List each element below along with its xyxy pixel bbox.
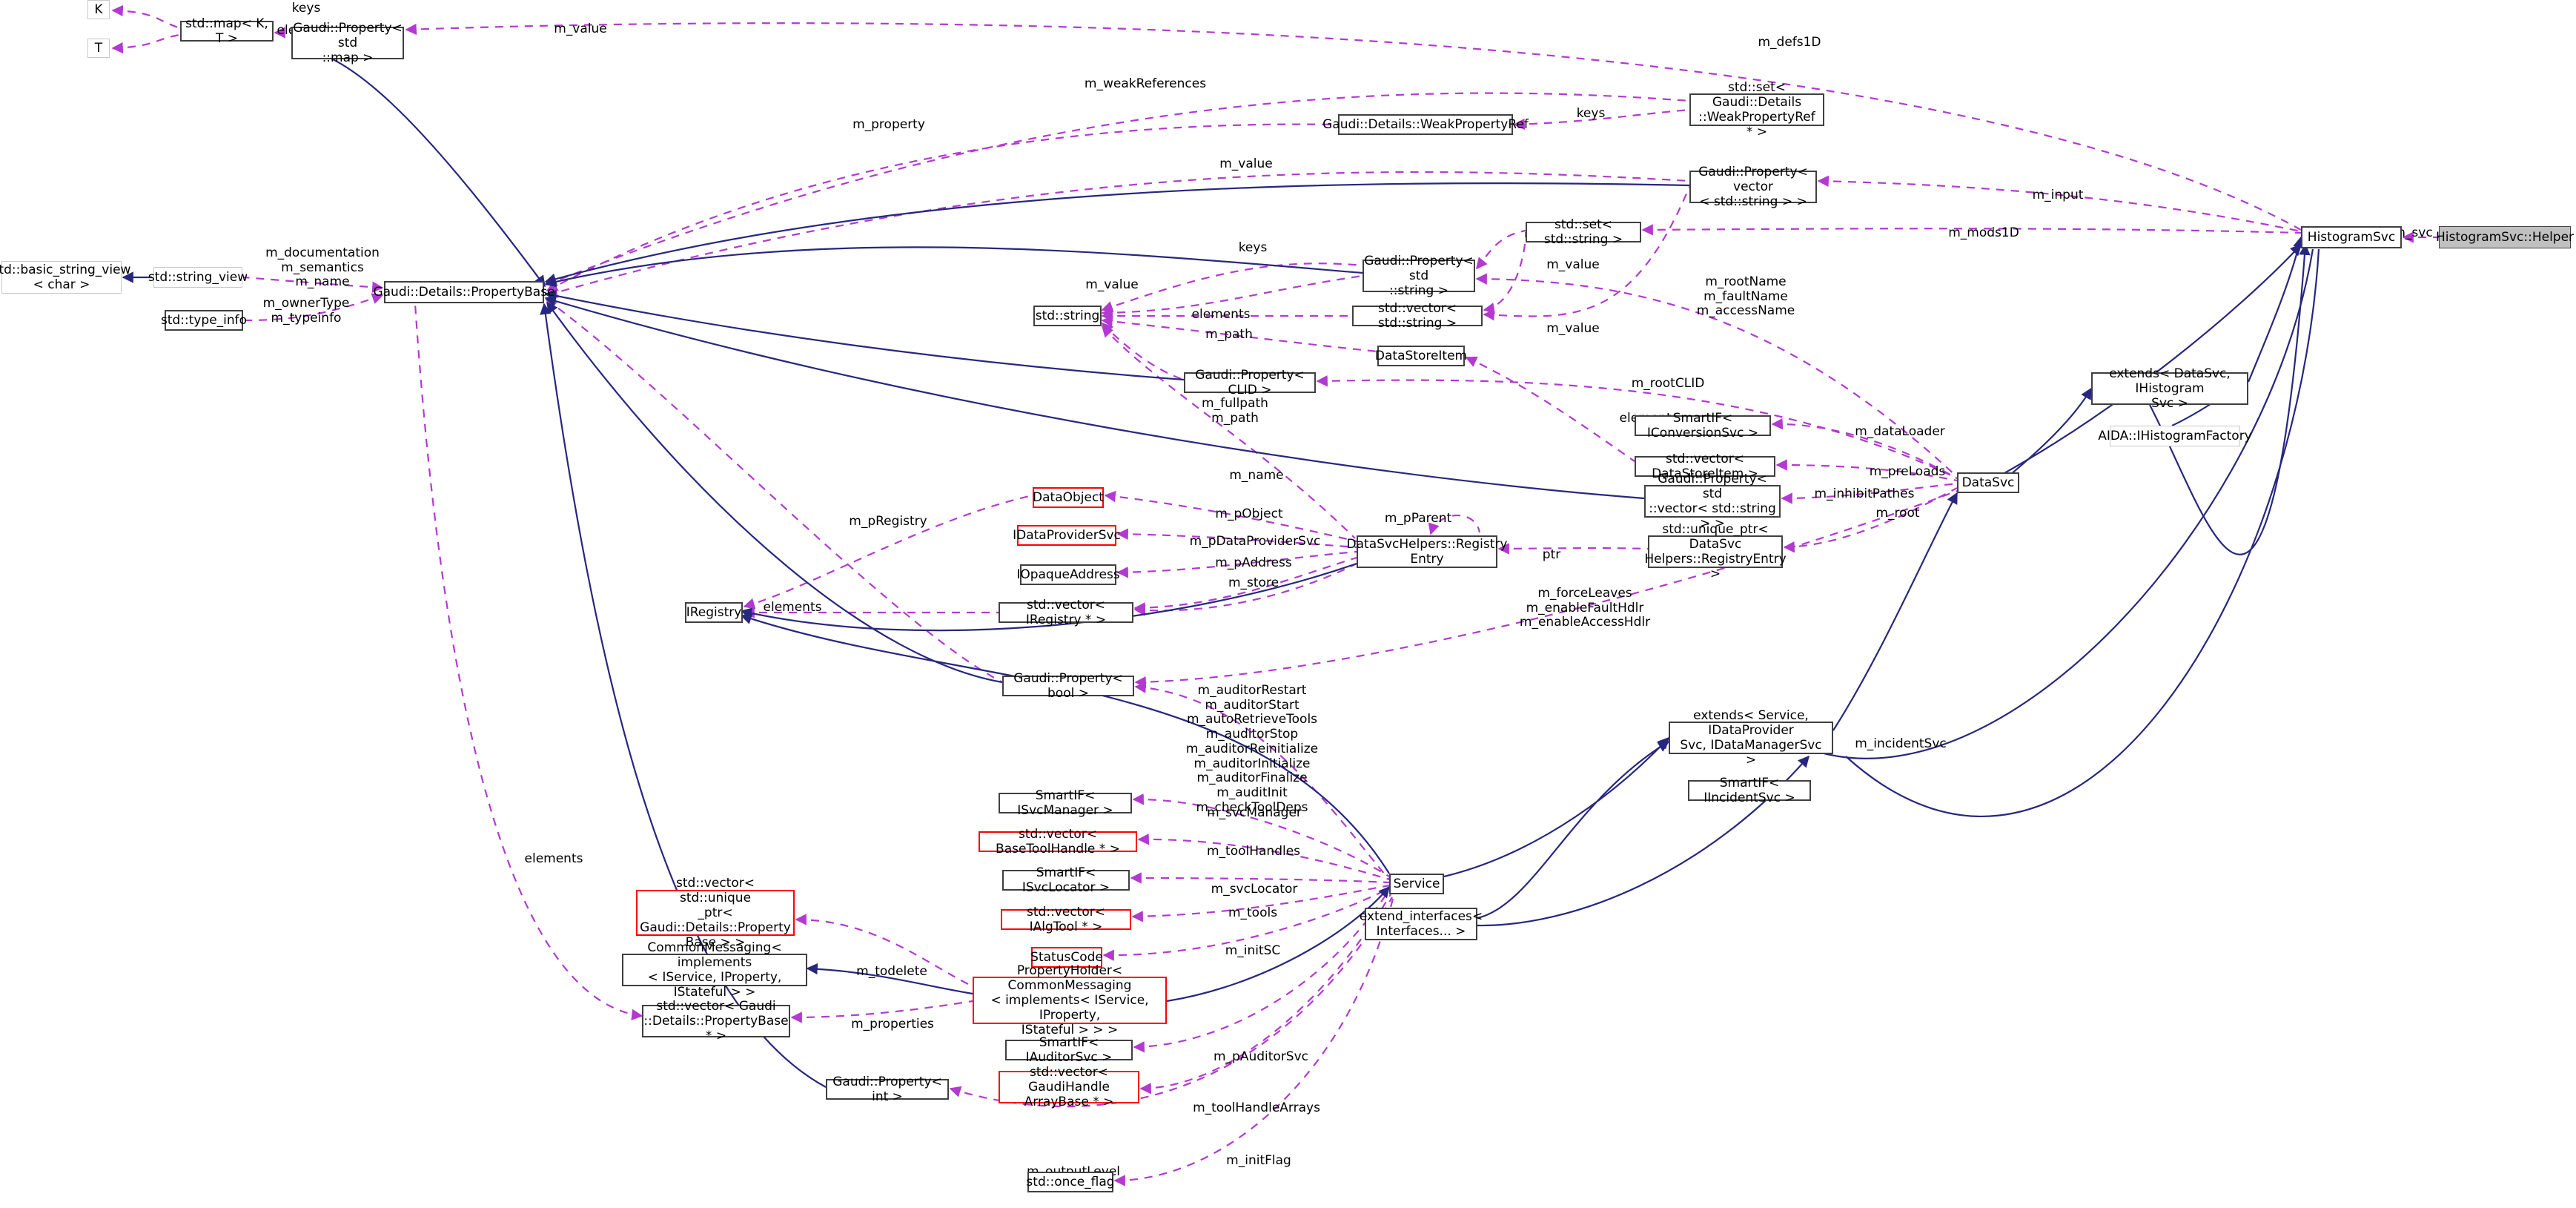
node-vector-gaudihandlearraybase[interactable]: std::vector< GaudiHandle ArrayBase * > [999, 1065, 1139, 1109]
edge-label-m-rootname: m_rootName m_faultName m_accessName [1696, 274, 1795, 319]
edge-label-m-toolhandlearrays: m_toolHandleArrays [1193, 1100, 1320, 1115]
node-smartif-iincidentsvc[interactable]: SmartIF< IIncidentSvc > [1688, 776, 1811, 805]
node-vector-property-base[interactable]: std::vector< Gaudi ::Details::PropertyBa… [642, 999, 790, 1043]
edge-label-m-store: m_store [1228, 575, 1279, 590]
edge-label-m-paddress: m_pAddress [1215, 555, 1292, 570]
edge-label-m-todelete: m_todelete [856, 964, 927, 979]
edge-label-m-incidentsvc: m_incidentSvc [1855, 736, 1947, 751]
node-gaudi-property-map[interactable]: Gaudi::Property< std ::map > [291, 21, 404, 65]
edge-label-m-pobject: m_pObject [1215, 506, 1283, 521]
node-common-messaging[interactable]: CommonMessaging< implements < IService, … [622, 940, 807, 1000]
edge-label-m-initsc: m_initSC [1225, 943, 1281, 958]
node-property-base[interactable]: Gaudi::Details::PropertyBase [373, 281, 555, 303]
edge-label-elements-1: elements [1191, 307, 1251, 322]
edge-label-m-svcmanager: m_svcManager [1207, 805, 1302, 820]
edge-label-m-mods1d: m_mods1D [1948, 225, 2019, 240]
node-std-map[interactable]: std::map< K, T > [180, 16, 274, 46]
edge-label-elements-3: elements [763, 600, 822, 615]
node-vector-ialgtool[interactable]: std::vector< IAlgTool * > [1001, 905, 1131, 934]
node-once-flag[interactable]: std::once_flag [1026, 1172, 1115, 1192]
node-vector-basetoolhandle[interactable]: std::vector< BaseToolHandle * > [979, 827, 1137, 857]
node-histogram-svc[interactable]: HistogramSvc [2301, 226, 2402, 248]
node-property-string[interactable]: Gaudi::Property< std ::string > [1363, 254, 1475, 298]
edge-label-m-dataloader: m_dataLoader [1855, 424, 1945, 439]
edge-label-m-pparent: m_pParent [1384, 511, 1452, 526]
node-iregistry[interactable]: IRegistry [685, 602, 743, 623]
edge-label-m-input: m_input [2032, 188, 2084, 202]
edge-label-m-property: m_property [852, 117, 925, 132]
edge-label-m-forceleaves: m_forceLeaves m_enableFaultHdlr m_enable… [1519, 586, 1651, 630]
edge-label-m-root: m_root [1875, 506, 1920, 521]
edge-label-m-weakreferences: m_weakReferences [1084, 76, 1207, 91]
edge-label-m-preloads: m_preLoads [1869, 464, 1946, 479]
node-data-object[interactable]: DataObject [1033, 487, 1104, 508]
edge-label-m-pregistry: m_pRegistry [849, 514, 927, 529]
node-weak-property-ref[interactable]: Gaudi::Details::WeakPropertyRef [1322, 114, 1529, 135]
edge-label-m-value-2: m_value [1546, 257, 1600, 272]
edge-label-m-value-1: m_value [1219, 156, 1273, 171]
node-vector-std-string[interactable]: std::vector< std::string > [1352, 301, 1483, 331]
edge-label-m-tools: m_tools [1228, 905, 1278, 920]
edge-label-m-fullpath: m_fullpath m_path [1202, 396, 1268, 426]
node-smartif-iconversionsvc[interactable]: SmartIF< IConversionSvc > [1635, 411, 1771, 440]
node-vector-unique-ptr-property-base[interactable]: std::vector< std::unique _ptr< Gaudi::De… [636, 876, 795, 950]
node-property-bool[interactable]: Gaudi::Property< bool > [1002, 671, 1134, 701]
node-data-svc[interactable]: DataSvc [1957, 472, 2019, 493]
edge-label-keys-weak: keys [1576, 106, 1606, 121]
node-smartif-isvclocator[interactable]: SmartIF< ISvcLocator > [1002, 865, 1130, 895]
edge-label-elements-4: elements [524, 851, 583, 866]
edge-label-m-name: m_name [1229, 468, 1284, 483]
node-T[interactable]: T [87, 39, 110, 58]
edge-label-m-value-4: m_value [1546, 321, 1600, 336]
node-property-vector-vector-string[interactable]: Gaudi::Property< std ::vector< std::stri… [1644, 472, 1781, 531]
node-basic-string-view[interactable]: std::basic_string_view < char > [0, 261, 131, 294]
node-set-weak-property-ref[interactable]: std::set< Gaudi::Details ::WeakPropertyR… [1689, 80, 1824, 139]
node-string-view[interactable]: std::string_view [148, 267, 248, 288]
node-iopaqueaddress[interactable]: IOpaqueAddress [1016, 564, 1120, 585]
node-histogram-svc-helper[interactable]: HistogramSvc::Helper [2436, 226, 2574, 248]
edge-label-m-svclocator: m_svcLocator [1211, 882, 1298, 897]
node-registry-entry[interactable]: DataSvcHelpers::Registry Entry [1346, 535, 1508, 568]
node-type-info[interactable]: std::type_info [161, 310, 247, 331]
edge-label-m-toolhandles: m_toolHandles [1206, 844, 1301, 859]
node-extend-interfaces[interactable]: extend_interfaces< Interfaces... > [1359, 908, 1483, 940]
node-set-std-string[interactable]: std::set< std::string > [1526, 217, 1641, 247]
edge-label-m-rootclid: m_rootCLID [1631, 376, 1705, 391]
edge-label-m-pauditorsvc: m_pAuditorSvc [1213, 1049, 1309, 1064]
node-vector-iregistry[interactable]: std::vector< IRegistry * > [999, 598, 1133, 627]
node-extends-datasvc-ihistogramsvc[interactable]: extends< DataSvc, IHistogram Svc > [2091, 366, 2248, 411]
edge-label-m-value-map: m_value [554, 22, 607, 36]
node-smartif-iauditorsvc[interactable]: SmartIF< IAuditorSvc > [1005, 1035, 1133, 1065]
edge-label-m-inhibitpathes: m_inhibitPathes [1814, 486, 1915, 501]
edge-label-m-ownertype: m_ownerType m_typeinfo [262, 296, 350, 326]
node-aida-ihistogramfactory[interactable]: AIDA::IHistogramFactory [2098, 426, 2252, 446]
node-std-string[interactable]: std::string [1033, 306, 1102, 326]
edge-label-keys-string: keys [1238, 240, 1268, 255]
edge-label-m-auditor-group: m_auditorRestart m_auditorStart m_autoRe… [1185, 683, 1319, 815]
node-idataprovidersvc[interactable]: IDataProviderSvc [1013, 525, 1121, 546]
edge-label-m-defs1d: m_defs1D [1758, 35, 1821, 50]
node-K[interactable]: K [87, 0, 110, 19]
node-property-int[interactable]: Gaudi::Property< int > [826, 1075, 949, 1104]
node-unique-ptr-registry-entry[interactable]: std::unique_ptr< DataSvc Helpers::Regist… [1644, 521, 1787, 582]
edge-label-m-initflag: m_initFlag [1226, 1153, 1291, 1168]
node-extends-service-idataprovidersvc[interactable]: extends< Service, IDataProvider Svc, IDa… [1669, 708, 1833, 768]
node-smartif-isvcmanager[interactable]: SmartIF< ISvcManager > [999, 788, 1132, 818]
node-property-clid[interactable]: Gaudi::Property< CLID > [1184, 368, 1316, 397]
edge-label-m-path-1: m_path [1205, 327, 1253, 342]
edge-label-keys-top: keys [291, 1, 321, 16]
edge-label-m-properties: m_properties [851, 1017, 934, 1032]
node-data-store-item[interactable]: DataStoreItem [1375, 346, 1467, 366]
edge-label-m-value-3: m_value [1085, 277, 1139, 292]
edge-label-m-pdataprovidersvc: m_pDataProviderSvc [1189, 534, 1321, 549]
node-property-vector-string[interactable]: Gaudi::Property< vector < std::string > … [1689, 165, 1817, 209]
node-property-holder[interactable]: PropertyHolder< CommonMessaging < implem… [973, 963, 1167, 1037]
node-service[interactable]: Service [1389, 874, 1444, 894]
edge-label-ptr: ptr [1542, 547, 1561, 562]
edge-label-m-documentation: m_documentation m_semantics m_name [265, 245, 380, 290]
